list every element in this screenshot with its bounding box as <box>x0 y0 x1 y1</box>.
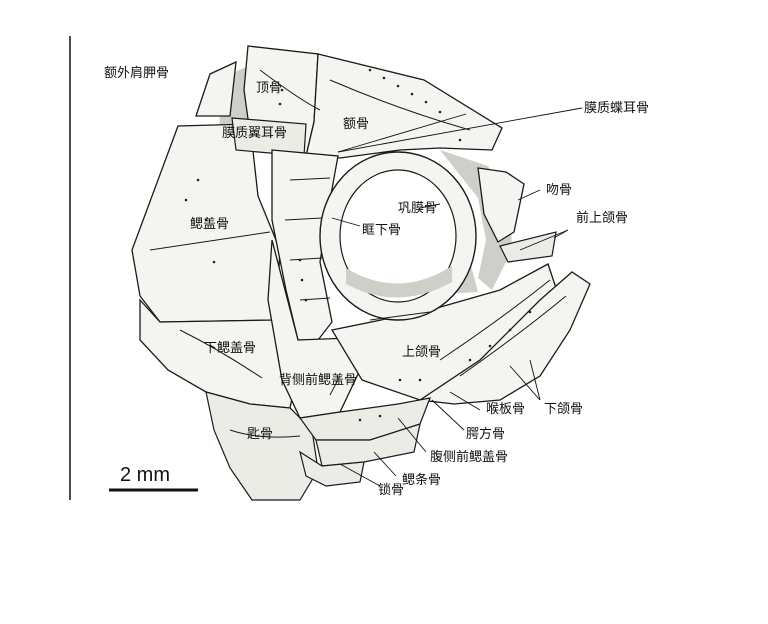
frontal-bone <box>305 53 503 159</box>
sclerotic-ring <box>319 151 477 321</box>
rostral-bone <box>477 167 525 243</box>
label-dentary: 下颌骨 <box>544 402 583 417</box>
label-ventral-preopercle: 腹侧前鳃盖骨 <box>430 449 508 465</box>
label-clavicle: 锁骨 <box>378 482 404 498</box>
cleithrum-bone <box>205 391 319 501</box>
label-dorsal-preopercle: 背侧前鳃盖骨 <box>279 372 357 388</box>
label-dermopterotic: 膜质翼耳骨 <box>222 126 287 141</box>
scale-bar: 2 mm <box>109 464 198 492</box>
leader-lines <box>329 107 583 487</box>
label-gular: 喉板骨 <box>486 402 525 417</box>
label-dermosphenotic: 膜质蝶耳骨 <box>584 101 649 116</box>
label-maxilla: 上颌骨 <box>402 345 441 360</box>
extrascapular-bone <box>195 60 237 117</box>
label-rostral: 吻骨 <box>546 183 572 198</box>
infraorbital-bone <box>271 149 339 341</box>
label-opercle: 鳃盖骨 <box>190 217 229 232</box>
clavicle-bone <box>299 450 365 487</box>
label-infraorbital: 眶下骨 <box>362 223 401 238</box>
label-subopercle: 下鳃盖骨 <box>204 341 256 356</box>
label-sclerotic: 巩膜骨 <box>398 201 437 216</box>
label-branchiostegal: 鳃条骨 <box>402 472 441 488</box>
label-quadratojugal: 腭方骨 <box>466 426 505 442</box>
label-parietal: 顶骨 <box>256 81 282 96</box>
suture-lines <box>149 69 567 438</box>
label-cleithrum: 匙骨 <box>247 427 273 442</box>
label-frontal: 额骨 <box>343 117 369 132</box>
label-premaxilla: 前上颌骨 <box>576 210 628 226</box>
label-extrascapular: 额外肩胛骨 <box>104 65 169 81</box>
sensory-pores <box>184 68 532 422</box>
scale-bar-label: 2 mm <box>120 464 170 486</box>
